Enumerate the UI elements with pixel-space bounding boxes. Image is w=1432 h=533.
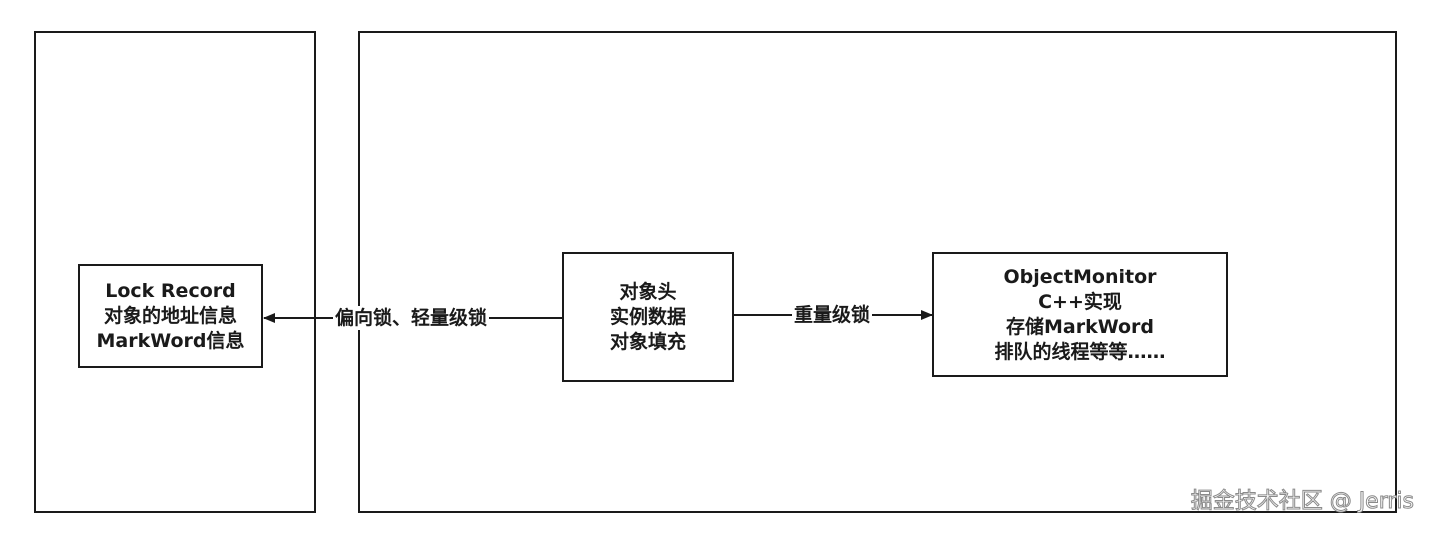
edge-label-biased-light-lock: 偏向锁、轻量级锁 xyxy=(333,306,490,330)
object-padding-label: 对象填充 xyxy=(609,330,686,353)
object-box: 对象头 实例数据 对象填充 xyxy=(562,252,734,382)
lock-record-box: Lock Record 对象的地址信息 MarkWord信息 xyxy=(78,264,263,368)
object-header-label: 对象头 xyxy=(619,280,677,303)
object-monitor-title: ObjectMonitor xyxy=(1003,265,1157,288)
object-monitor-line-queue: 排队的线程等等…… xyxy=(994,340,1166,363)
object-monitor-line-markword: 存储MarkWord xyxy=(1005,315,1155,338)
object-instance-data-label: 实例数据 xyxy=(609,305,686,328)
lock-record-title: Lock Record xyxy=(105,279,236,302)
lock-record-line-markword: MarkWord信息 xyxy=(96,329,245,352)
object-monitor-line-cpp: C++实现 xyxy=(1038,290,1122,313)
edge-label-heavy-lock: 重量级锁 xyxy=(792,303,873,327)
lock-record-line-address: 对象的地址信息 xyxy=(103,304,237,327)
watermark-text: 掘金技术社区 @ Jerris xyxy=(1190,489,1414,515)
object-monitor-box: ObjectMonitor C++实现 存储MarkWord 排队的线程等等…… xyxy=(932,252,1228,377)
